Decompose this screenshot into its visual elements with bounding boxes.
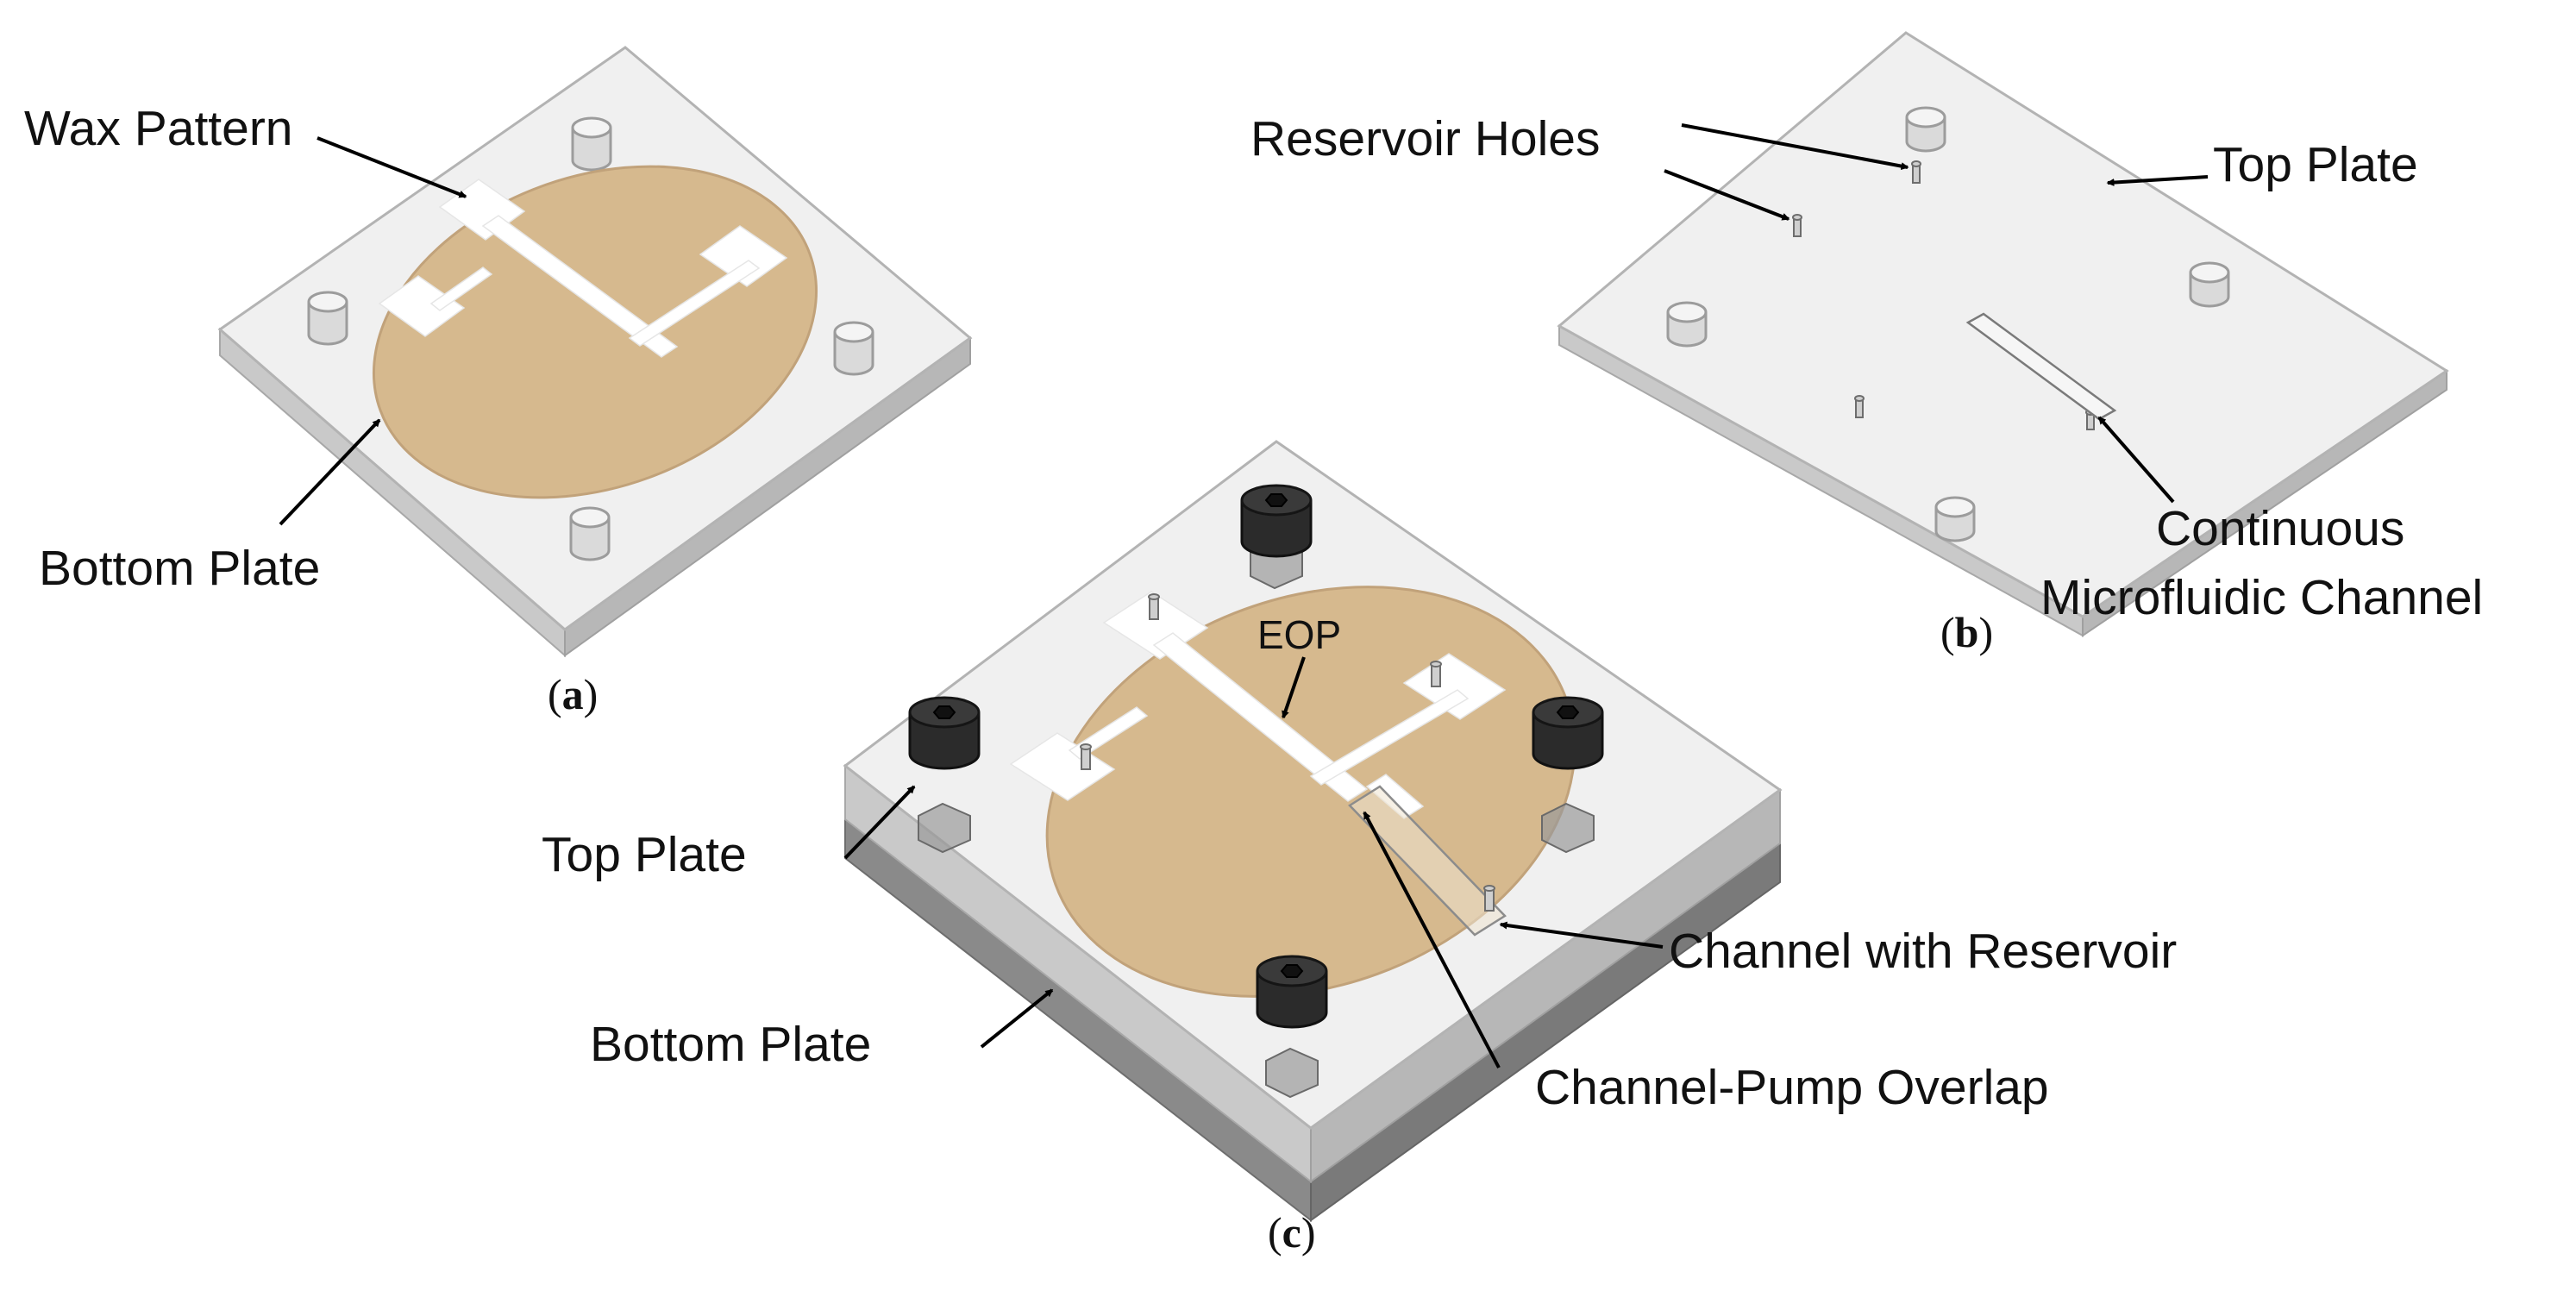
caption-a: (a) (548, 670, 598, 718)
label-continuous-line1: Continuous (2156, 501, 2404, 556)
arrow-eop (1282, 656, 1306, 719)
arrow-channel-with-reservoir (1499, 921, 1664, 949)
arrow-bottom-plate-a (279, 418, 381, 526)
reservoir-pin-icon (1080, 743, 1092, 770)
arrow-wax-pattern (317, 136, 467, 198)
hole-icon (2189, 261, 2230, 308)
label-eop: EOP (1257, 612, 1341, 657)
label-wax-pattern: Wax Pattern (24, 101, 293, 156)
arrow-top-plate-b (2106, 175, 2209, 187)
hole-icon (1934, 496, 1976, 542)
panel-a: Wax Pattern Bottom Plate (a) (24, 46, 973, 718)
caption-c: (c) (1268, 1208, 1316, 1257)
reservoir-hole-icon (1854, 395, 1865, 418)
arrow-top-plate-c (843, 785, 916, 860)
arrow-bottom-plate-c (980, 988, 1054, 1049)
label-top-plate-b: Top Plate (2213, 137, 2418, 192)
bolt-icon (1240, 484, 1313, 590)
reservoir-hole-icon (1792, 214, 1802, 237)
wax-pattern-shape-c (1009, 591, 1507, 819)
reservoir-pin-icon (1483, 885, 1495, 912)
top-plate-b (1557, 31, 2449, 637)
bolt-icon (908, 696, 981, 854)
continuous-channel-b (1965, 312, 2117, 421)
reservoir-hole-icon (1911, 160, 1921, 184)
hole-icon (307, 291, 348, 346)
paper-disc-a (372, 165, 818, 499)
channel-with-reservoir-c (1348, 785, 1507, 937)
plate-holes-b (1666, 106, 2230, 542)
plate-holes-a (307, 116, 874, 561)
reservoir-pins-c (1080, 593, 1495, 912)
reservoir-pin-icon (1148, 593, 1160, 620)
hole-icon (571, 116, 612, 172)
panel-c: EOP Top Plate Bottom Plate Channel with … (542, 440, 2177, 1257)
label-bottom-plate-c: Bottom Plate (590, 1017, 871, 1072)
reservoir-pin-icon (1430, 661, 1442, 687)
label-channel-with-reservoir: Channel with Reservoir (1669, 924, 2177, 979)
hole-icon (1666, 301, 1708, 348)
label-channel-pump-overlap: Channel-Pump Overlap (1535, 1060, 2049, 1115)
reservoir-holes-b (1792, 160, 2096, 430)
label-continuous-line2: Microfluidic Channel (2040, 570, 2483, 625)
caption-b: (b) (1940, 608, 1993, 656)
bolts-c (908, 484, 1604, 1099)
panel-b: Reservoir Holes Top Plate Continuous Mic… (1250, 31, 2483, 656)
arrow-reservoir-holes-2 (1664, 169, 1790, 221)
label-bottom-plate-a: Bottom Plate (39, 541, 320, 596)
arrow-reservoir-holes-1 (1681, 123, 1909, 171)
label-reservoir-holes: Reservoir Holes (1250, 111, 1600, 166)
hole-icon (1905, 106, 1946, 153)
bolt-icon (1532, 696, 1604, 854)
hole-icon (569, 506, 611, 561)
hole-icon (833, 321, 874, 376)
bolt-icon (1256, 955, 1328, 1099)
arrow-continuous-channel (2097, 416, 2175, 504)
label-top-plate-c: Top Plate (542, 827, 747, 882)
arrow-channel-pump-overlap (1363, 811, 1501, 1069)
